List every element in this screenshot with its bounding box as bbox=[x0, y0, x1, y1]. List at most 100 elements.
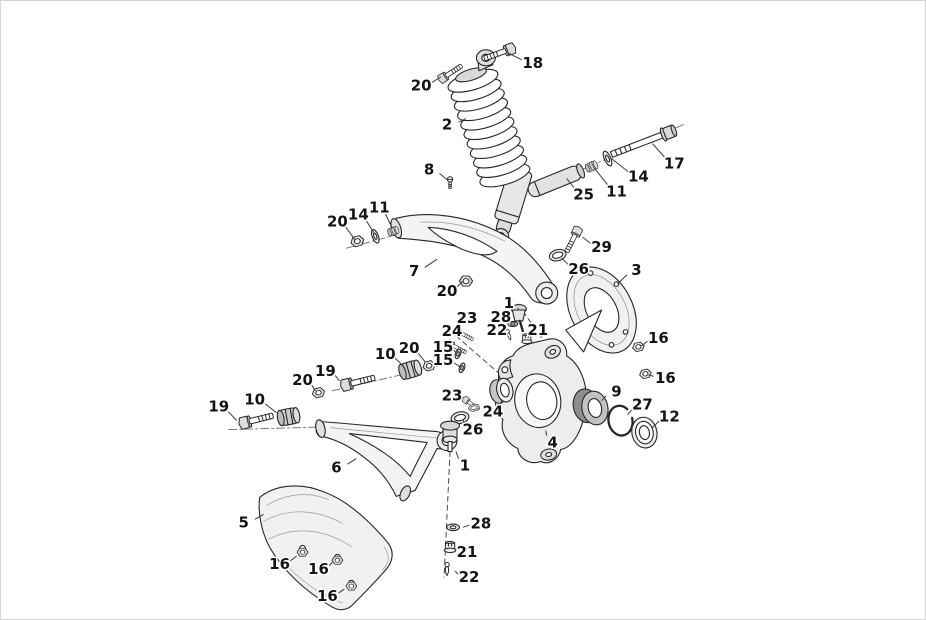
leader-line bbox=[507, 52, 522, 61]
leader-line bbox=[453, 349, 457, 354]
leader-line bbox=[385, 213, 393, 229]
callout-1: 1 bbox=[460, 456, 470, 474]
callout-10: 10 bbox=[375, 345, 396, 363]
callout-9: 9 bbox=[611, 383, 621, 401]
callout-21: 21 bbox=[527, 321, 548, 339]
callout-16: 16 bbox=[655, 369, 676, 387]
callout-28: 28 bbox=[471, 514, 492, 532]
leader-line bbox=[264, 403, 277, 414]
callout-20: 20 bbox=[411, 77, 432, 95]
callout-12: 12 bbox=[659, 408, 680, 426]
leader-line bbox=[290, 555, 297, 562]
callout-23: 23 bbox=[457, 309, 478, 327]
callout-16: 16 bbox=[308, 560, 329, 578]
callout-20: 20 bbox=[399, 339, 420, 357]
snap-ring bbox=[607, 404, 634, 437]
leader-line bbox=[462, 419, 465, 425]
leader-line bbox=[338, 588, 345, 594]
pivot-shaft bbox=[527, 163, 586, 198]
leader-line bbox=[456, 280, 464, 288]
leader-line bbox=[652, 420, 660, 428]
knuckle-seal bbox=[489, 377, 514, 404]
callout-20: 20 bbox=[437, 282, 458, 300]
leader-line bbox=[561, 257, 569, 266]
callout-17: 17 bbox=[664, 154, 685, 172]
callout-19: 19 bbox=[315, 362, 336, 380]
leader-line bbox=[334, 375, 340, 382]
leader-line bbox=[601, 395, 607, 402]
leader-line bbox=[431, 76, 442, 83]
callout-3: 3 bbox=[631, 261, 641, 279]
callout-14: 14 bbox=[348, 205, 369, 223]
callout-20: 20 bbox=[292, 371, 313, 389]
leader-lines bbox=[227, 52, 666, 594]
callout-7: 7 bbox=[409, 262, 419, 280]
callout-24: 24 bbox=[442, 322, 463, 340]
callout-15: 15 bbox=[433, 338, 454, 356]
leader-line bbox=[455, 547, 458, 550]
nuts-right bbox=[631, 341, 653, 380]
leader-line bbox=[462, 524, 470, 528]
shaft-seal bbox=[631, 416, 658, 449]
leader-line bbox=[227, 411, 238, 421]
callout-1: 1 bbox=[504, 294, 514, 312]
leader-line bbox=[545, 430, 548, 436]
callout-5: 5 bbox=[239, 513, 249, 531]
callout-11: 11 bbox=[369, 198, 390, 216]
leader-line bbox=[345, 226, 356, 241]
leader-line bbox=[457, 324, 460, 330]
upper-ball-joint bbox=[510, 303, 527, 333]
callout-8: 8 bbox=[424, 160, 434, 178]
leader-line bbox=[424, 258, 438, 268]
leader-line bbox=[417, 352, 426, 363]
leader-line bbox=[365, 220, 375, 234]
wheel-bearing bbox=[572, 388, 609, 426]
leader-line bbox=[458, 118, 467, 123]
callout-29: 29 bbox=[591, 238, 612, 256]
leader-line bbox=[566, 178, 576, 190]
leader-line bbox=[506, 333, 509, 336]
leader-line bbox=[582, 236, 592, 244]
small-screw bbox=[446, 176, 454, 189]
upper-arm-nut bbox=[458, 275, 474, 287]
leader-line bbox=[641, 340, 648, 347]
leader-line bbox=[439, 173, 449, 181]
leader-line bbox=[617, 274, 628, 285]
lower-control-arm bbox=[315, 419, 458, 502]
upper-control-arm bbox=[390, 214, 559, 305]
leader-line bbox=[499, 399, 503, 406]
callout-23: 23 bbox=[442, 387, 463, 405]
leader-line bbox=[254, 513, 264, 520]
upper-arm-bolt bbox=[562, 224, 584, 255]
callout-15: 15 bbox=[433, 351, 454, 369]
callout-4: 4 bbox=[548, 434, 558, 452]
leader-line bbox=[347, 458, 357, 465]
callout-26: 26 bbox=[463, 421, 484, 439]
callout-27: 27 bbox=[632, 396, 653, 414]
callout-21: 21 bbox=[457, 543, 478, 561]
callout-26: 26 bbox=[568, 260, 589, 278]
lower-arm-hardware bbox=[237, 358, 437, 431]
callout-10: 10 bbox=[244, 391, 265, 409]
callout-2: 2 bbox=[442, 116, 452, 134]
callout-6: 6 bbox=[331, 458, 341, 476]
callout-16: 16 bbox=[317, 587, 338, 605]
leader-line bbox=[311, 384, 316, 392]
callout-25: 25 bbox=[573, 185, 594, 203]
callout-16: 16 bbox=[648, 329, 669, 347]
callout-16: 16 bbox=[269, 555, 290, 573]
callout-19: 19 bbox=[208, 398, 229, 416]
upper-arm-bushing-set bbox=[349, 225, 401, 249]
steering-knuckle bbox=[494, 338, 587, 464]
callout-24: 24 bbox=[483, 403, 504, 421]
leader-line bbox=[453, 362, 461, 368]
leader-line bbox=[455, 451, 459, 459]
callout-11: 11 bbox=[606, 182, 627, 200]
callout-18: 18 bbox=[522, 54, 543, 72]
leader-line bbox=[652, 143, 666, 159]
leader-line bbox=[328, 561, 333, 566]
callout-20: 20 bbox=[327, 212, 348, 230]
